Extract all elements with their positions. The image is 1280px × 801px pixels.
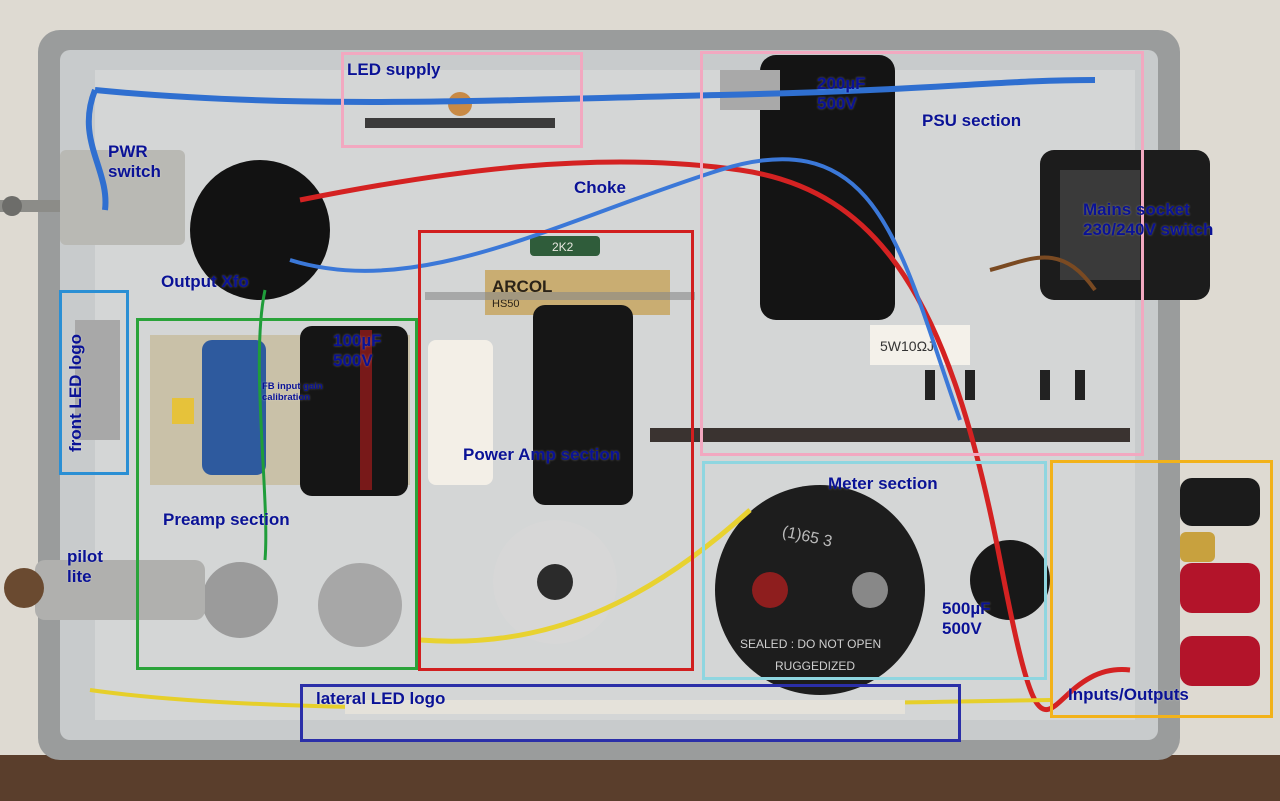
meter-terminal-silver — [852, 572, 888, 608]
label-led-supply: LED supply — [347, 60, 441, 79]
cap-100uf-body — [300, 326, 408, 496]
yellow-twisted-wire — [419, 508, 752, 644]
label-fb-input-gain: FB input gain calibration — [262, 381, 323, 403]
resistor-5w-body — [870, 325, 970, 365]
power-switch-knob — [2, 196, 22, 216]
lateral-led-strip — [345, 700, 905, 714]
psu-diode-1 — [925, 370, 935, 400]
resistor-2k2 — [530, 236, 600, 256]
label-power-amp-section: Power Amp section — [463, 445, 621, 464]
box-preamp-section — [136, 318, 418, 670]
label-inputs-outputs: Inputs/Outputs — [1068, 685, 1189, 704]
mains-socket-face — [1060, 170, 1140, 280]
preamp-tube-socket-right — [318, 563, 402, 647]
preamp-blue-cap — [202, 340, 266, 475]
mcap-capacitor — [428, 340, 493, 485]
meter-sealed-text: SEALED : DO NOT OPEN — [740, 637, 881, 651]
label-pilot-lite: pilot lite — [67, 547, 103, 586]
box-meter-section — [702, 461, 1047, 680]
psu-diode-4 — [1075, 370, 1085, 400]
psu-terminal-strip — [650, 428, 1130, 442]
led-supply-board — [365, 118, 555, 128]
table-surface — [0, 755, 1280, 801]
label-choke: Choke — [574, 178, 626, 197]
label-cap-500uf: 500µF 500V — [942, 599, 991, 638]
cap-100uf-stripe — [360, 330, 372, 490]
hs50-text: HS50 — [492, 298, 520, 310]
preamp-tube-socket-left — [202, 562, 278, 638]
label-mains-socket: Mains socket 230/240V switch — [1083, 200, 1214, 239]
meter-ruggedized-text: RUGGEDIZED — [775, 659, 855, 673]
blue-wire-left — [85, 88, 109, 211]
binding-post-red-2 — [1180, 636, 1260, 686]
label-front-led-logo: front LED logo — [66, 333, 85, 452]
front-led-board — [75, 320, 120, 440]
cap-500uf-grommet — [970, 540, 1050, 620]
resistor-5w-text: 5W10ΩJ — [880, 338, 934, 354]
blue-wire-main — [289, 157, 962, 421]
cap-200uf-body — [760, 55, 895, 320]
box-led-supply — [341, 52, 583, 148]
box-inputs-outputs — [1050, 460, 1273, 718]
output-tube-socket-center — [537, 564, 573, 600]
binding-post-black — [1180, 478, 1260, 526]
label-lateral-led-logo: lateral LED logo — [316, 689, 446, 708]
cap-200uf-clamp — [720, 70, 780, 110]
meter-terminal-red — [752, 572, 788, 608]
arcol-text: ARCOL — [492, 277, 552, 296]
box-power-amp-section — [418, 230, 694, 671]
resistor-2k2-text: 2K2 — [552, 240, 574, 254]
power-switch-body — [60, 150, 185, 245]
label-meter-section: Meter section — [828, 474, 938, 493]
label-preamp-section: Preamp section — [163, 510, 290, 529]
brown-wire-mains — [989, 255, 1097, 292]
pilot-lite-lens — [4, 568, 44, 608]
binding-post-gold — [1180, 532, 1215, 562]
label-output-xfo: Output Xfo — [161, 272, 249, 291]
box-psu-section — [700, 51, 1144, 456]
label-psu-section: PSU section — [922, 111, 1022, 130]
box-lateral-led-logo — [300, 684, 961, 742]
label-cap-100uf: 100µF 500V — [333, 331, 382, 370]
power-amp-cap-body — [533, 305, 633, 505]
power-amp-heatsink-bracket — [425, 292, 695, 300]
label-cap-200uf: 200µF 500V — [817, 74, 866, 113]
blue-twisted-wire-top — [94, 77, 1096, 105]
pilot-lite-body — [35, 560, 205, 620]
preamp-yellow-cap — [172, 398, 194, 424]
box-front-led-logo — [59, 290, 129, 475]
output-transformer-grommet — [190, 160, 330, 300]
psu-diode-2 — [965, 370, 975, 400]
binding-post-red-1 — [1180, 563, 1260, 613]
label-pwr-switch: PWR switch — [108, 142, 161, 181]
meter-body — [715, 485, 925, 695]
psu-diode-3 — [1040, 370, 1050, 400]
